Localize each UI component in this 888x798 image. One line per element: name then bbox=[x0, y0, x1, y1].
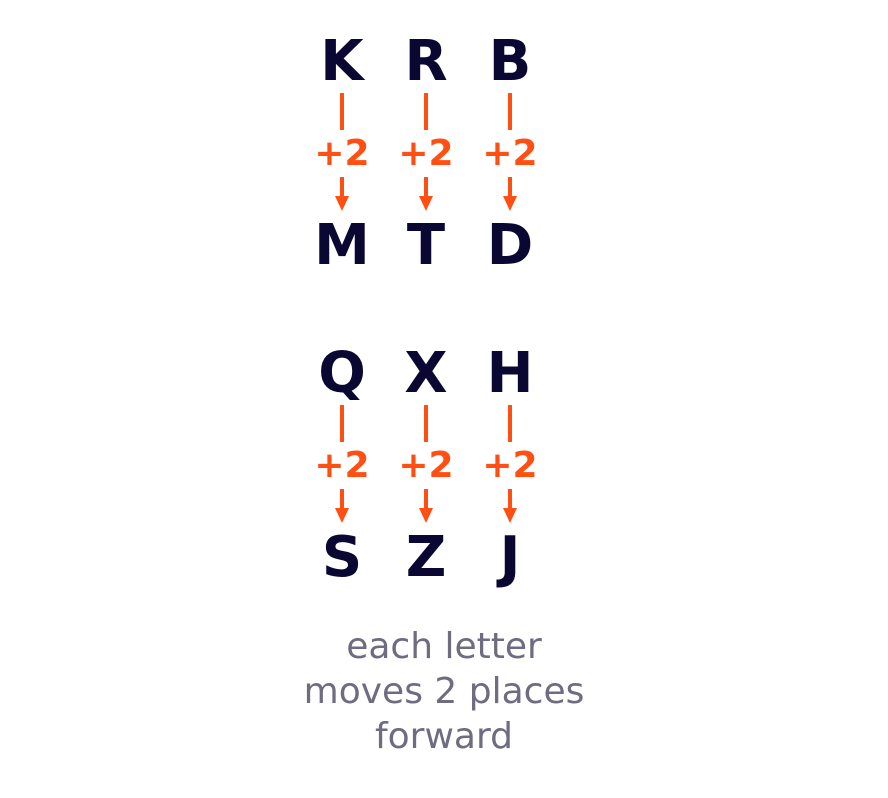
shift-label: +2 bbox=[482, 133, 537, 174]
target-letter: T bbox=[407, 213, 445, 278]
target-letter: S bbox=[322, 525, 362, 590]
arrow-head-icon bbox=[419, 196, 433, 211]
arrow-head-icon bbox=[335, 508, 349, 523]
arrow-head-icon bbox=[335, 196, 349, 211]
shift-label: +2 bbox=[314, 445, 369, 486]
source-letter: K bbox=[320, 29, 366, 94]
arrow-head-icon bbox=[503, 508, 517, 523]
shift-label: +2 bbox=[398, 133, 453, 174]
caption-line-2: moves 2 places bbox=[303, 671, 585, 712]
shift-label: +2 bbox=[398, 445, 453, 486]
caption-line-1: each letter bbox=[346, 626, 542, 667]
source-letter: R bbox=[404, 29, 447, 94]
target-letter: J bbox=[496, 525, 521, 590]
caption-line-3: forward bbox=[374, 716, 514, 757]
source-letter: H bbox=[487, 341, 534, 406]
source-letter: X bbox=[404, 341, 447, 406]
arrow-head-icon bbox=[503, 196, 517, 211]
shift-label: +2 bbox=[482, 445, 537, 486]
caption: each letter moves 2 places forward bbox=[0, 624, 888, 759]
target-letter: Z bbox=[406, 525, 447, 590]
source-letter: B bbox=[489, 29, 532, 94]
target-letter: M bbox=[314, 213, 370, 278]
target-letter: D bbox=[487, 213, 533, 278]
arrow-head-icon bbox=[419, 508, 433, 523]
shift-label: +2 bbox=[314, 133, 369, 174]
source-letter: Q bbox=[318, 341, 366, 406]
